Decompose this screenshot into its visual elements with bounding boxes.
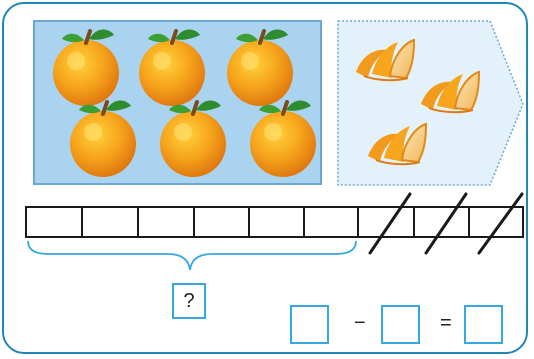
question-mark: ? [183, 289, 195, 312]
card-frame [2, 2, 528, 354]
answer-box-1[interactable] [290, 305, 329, 344]
answer-box-2[interactable] [381, 305, 420, 344]
slash-mark [477, 192, 524, 255]
slash-mark [424, 192, 468, 255]
minus-sign: − [354, 312, 366, 334]
brace-icon [27, 240, 357, 271]
answer-box-3[interactable] [464, 305, 503, 344]
question-box: ? [172, 283, 206, 319]
equals-sign: = [440, 312, 452, 334]
slash-mark [368, 192, 412, 255]
slash-marks [368, 192, 524, 255]
